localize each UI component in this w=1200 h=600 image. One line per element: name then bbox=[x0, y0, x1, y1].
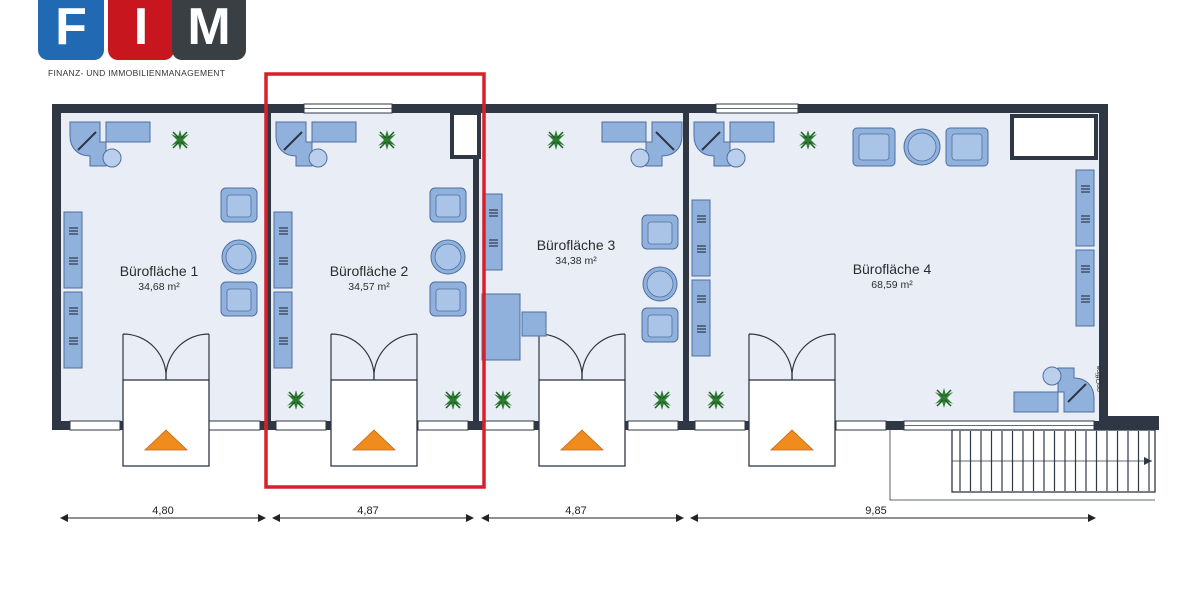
dimension-4-label: 9,85 bbox=[865, 505, 886, 517]
room-4-name: Bürofläche 4 bbox=[853, 261, 932, 277]
logo-letter-i: I bbox=[134, 0, 148, 56]
fim-logo: F I M FINANZ- UND IMMOBILIENMANAGEMENT bbox=[38, 0, 246, 78]
dimension-lines: 4,80 4,87 4,87 9,85 bbox=[60, 505, 1096, 522]
logo-letter-m-tile: M bbox=[172, 0, 246, 60]
floor-area bbox=[56, 112, 1100, 425]
dimension-2: 4,87 bbox=[272, 505, 474, 522]
room-3-name: Bürofläche 3 bbox=[537, 237, 616, 253]
room-4-area: 68,59 m² bbox=[871, 279, 913, 291]
exterior-stairs bbox=[889, 429, 1156, 501]
logo-letter-m: M bbox=[187, 0, 230, 56]
room-2-name: Bürofläche 2 bbox=[330, 263, 409, 279]
room-3-furniture bbox=[481, 121, 683, 411]
watermark: onOffice bbox=[1096, 366, 1103, 392]
logo-letter-f-tile: F bbox=[38, 0, 104, 60]
room-labels: Bürofläche 1 34,68 m² Bürofläche 2 34,57… bbox=[120, 237, 932, 293]
room-1-name: Bürofläche 1 bbox=[120, 263, 199, 279]
shaft-niche bbox=[450, 111, 481, 159]
room-1-area: 34,68 m² bbox=[138, 281, 180, 293]
logo-letter-f: F bbox=[55, 0, 87, 56]
dimension-4: 9,85 bbox=[690, 505, 1096, 522]
room-4-furniture: onOffice bbox=[691, 121, 1103, 413]
room-2-area: 34,57 m² bbox=[348, 281, 390, 293]
dimension-3-label: 4,87 bbox=[565, 505, 586, 517]
logo-letter-i-tile: I bbox=[108, 0, 174, 60]
selected-unit-highlight bbox=[264, 72, 486, 489]
top-windows bbox=[303, 103, 799, 114]
dimension-1-label: 4,80 bbox=[152, 505, 173, 517]
storage-niche bbox=[1010, 114, 1098, 160]
bottom-windows bbox=[69, 420, 1095, 431]
logo-tagline: FINANZ- UND IMMOBILIENMANAGEMENT bbox=[48, 68, 225, 78]
dimension-1: 4,80 bbox=[60, 505, 266, 522]
room-3-area: 34,38 m² bbox=[555, 255, 597, 267]
dimension-3: 4,87 bbox=[481, 505, 684, 522]
dimension-2-label: 4,87 bbox=[357, 505, 378, 517]
